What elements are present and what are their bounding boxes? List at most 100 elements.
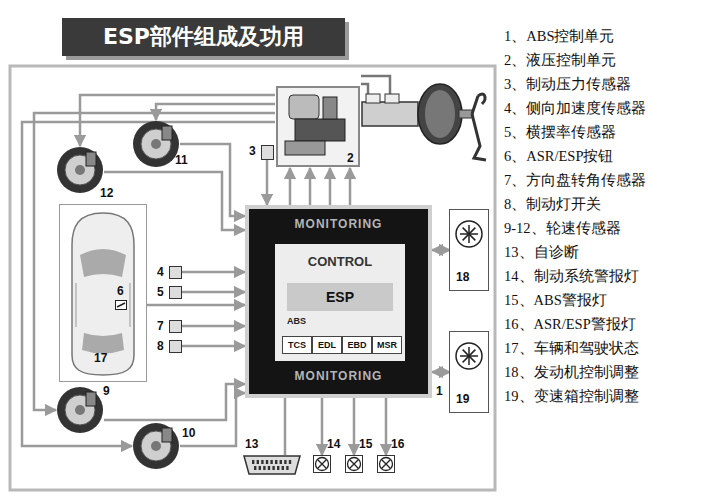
signal-line [180,393,245,446]
wheel-brake: 12 [56,146,104,194]
control-core: CONTROL ABS ESP TCS EDL EBD MSR [275,244,405,361]
signal-line [181,325,245,328]
callout-number: 17 [94,351,107,365]
wheel-figure [132,422,180,470]
callout-number: 7 [157,319,164,333]
esp-module: ESP [287,283,393,311]
signal-line [22,122,275,446]
plug-figure [243,455,301,475]
callout-number: 4 [157,265,164,279]
function-module: TCS [283,337,311,353]
sensor-box: 5 [170,287,181,298]
vehicle-outline: 17 6 [60,205,146,381]
master-cylinder-booster [361,76,486,160]
signal-line [321,398,324,455]
signal-line [432,249,450,252]
signal-line [329,168,332,205]
signal-line [181,291,245,294]
signal-line [180,144,245,216]
signal-line [289,168,292,205]
callout-number: 9 [103,384,110,398]
legend-item: 18、发动机控制调整 [504,363,639,382]
legend-item: 3、制动压力传感器 [504,75,631,94]
signal-line [181,271,245,274]
callout-number: 16 [391,437,404,451]
legend-item: 8、制动灯开关 [504,195,601,214]
hydraulic-unit: 2 [275,85,361,168]
node-label: TCS [288,340,306,350]
sensor-box: 8 [170,341,181,352]
node-label: EDL [318,340,336,350]
diagnostic-connector: 13 [243,455,301,475]
callout-number: 11 [175,153,188,167]
control-unit: MONITORING MONITORING CONTROL ABS ESP TCS EDL E… [245,205,432,398]
btn-figure [115,300,127,310]
callout-number: 1 [436,384,443,398]
legend-item: 2、液压控制单元 [504,51,616,70]
signal-line [284,398,287,455]
legend-item: 16、ASR/ESP警报灯 [504,315,636,334]
function-module: EBD [343,337,371,353]
callout-number: 13 [245,437,258,451]
sensor-box: 7 [170,321,181,332]
callout-number: 15 [359,437,372,451]
function-module: EDL [313,337,341,353]
signal-line [34,113,275,410]
signal-line [266,159,269,205]
legend-item: 15、ABS警报灯 [504,291,607,310]
signal-line [432,371,450,374]
callout-number: 3 [249,144,256,158]
legend-item: 19、变速箱控制调整 [504,387,639,406]
wheel-brake: 9 [56,386,104,434]
signal-line [349,168,352,205]
signal-line [309,168,312,205]
node-label: MONITORING [245,217,432,231]
control-box: 18 [450,210,488,290]
callout-number: 8 [157,339,164,353]
signal-line [104,384,245,420]
wheel-figure [56,146,104,194]
callout-number: ABS [287,316,306,326]
node-label: MSR [377,340,397,350]
legend-item: 1、ABS控制单元 [504,27,614,46]
callout-number: 5 [157,285,164,299]
function-module: MSR [373,337,401,353]
wheel-brake: 10 [132,422,180,470]
callout-number: 18 [456,270,469,284]
node-label: MONITORING [245,369,432,383]
node-label: ESP [326,289,354,305]
callout-number: 12 [100,186,113,200]
diagram-frame [10,66,495,490]
lamp-figure [345,455,363,473]
warning-lamp: 14 [313,455,331,473]
signal-line [181,345,245,348]
title-banner: ESP部件组成及功用 [62,18,345,56]
signal-line [385,398,388,455]
callout-number: 2 [347,151,354,165]
legend-item: 9-12、轮速传感器 [504,219,621,238]
switch-button: 6 [115,300,127,310]
callout-number: 19 [456,392,469,406]
node-label: EBD [347,340,366,350]
wheel-brake: 11 [132,120,180,168]
lamp-figure [313,455,331,473]
legend-item: 7、方向盘转角传感器 [504,171,646,190]
control-box: 19 [450,332,488,412]
legend-item: 4、侧向加速度传感器 [504,99,646,118]
callout-number: 10 [182,426,195,440]
node-label: CONTROL [275,254,405,269]
warning-lamp: 16 [377,455,395,473]
sensor-box: 3 [262,146,273,159]
wheel-figure [132,120,180,168]
callout-number: 14 [327,437,340,451]
legend-item: 13、自诊断 [504,243,579,262]
signal-line [353,398,356,455]
lamp-figure [377,455,395,473]
wheel-figure [56,386,104,434]
warning-lamp: 15 [345,455,363,473]
legend-item: 17、车辆和驾驶状态 [504,339,639,358]
legend-item: 5、横摆率传感器 [504,123,616,142]
sensor-box: 4 [170,267,181,278]
legend-item: 14、制动系统警报灯 [504,267,639,286]
